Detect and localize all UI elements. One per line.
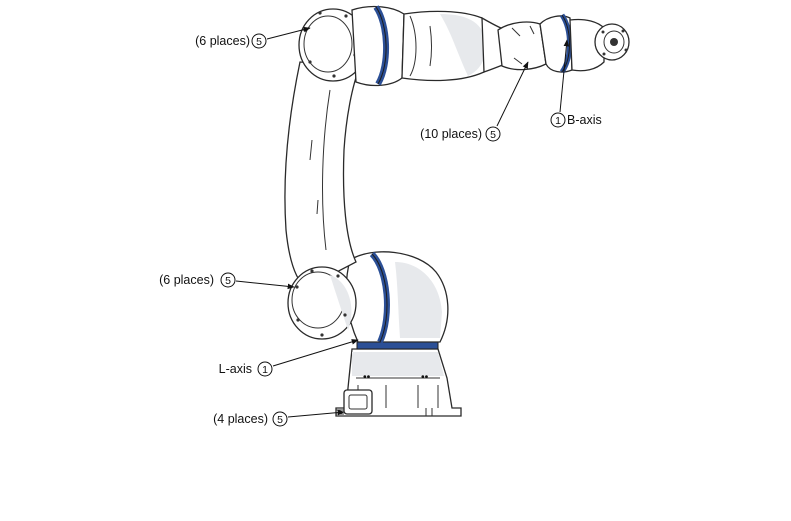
callout-wrist-bolts-text: (10 places) [420,127,482,141]
callout-wrist-bolts-leader [496,61,529,127]
callout-upper-arm-cover-circle [251,33,267,49]
callout-upper-arm-cover-leader [266,26,311,40]
callout-upper-arm-cover: (6 places) 5 [195,26,311,49]
robot-arm-illustration: •• •• [284,5,630,417]
callout-l-axis-leader [272,339,359,367]
l-axis-seal-ring [356,341,439,350]
base-mark-left: •• [363,371,371,383]
base-mark-right: •• [421,371,429,383]
callout-l-axis-text: L-axis [219,362,252,376]
callout-b-axis: 1 B-axis [550,39,602,128]
wrist-assembly [497,13,630,74]
callout-b-axis-leader [559,39,570,113]
base-connector-plate [343,389,373,415]
callout-base-bolts-number: 5 [277,414,283,426]
callout-lower-arm-cover-circle [220,272,236,288]
callout-lower-arm-cover-number: 5 [225,275,231,287]
callout-l-axis: L-axis 1 [219,339,359,377]
callout-l-axis-circle [257,361,273,377]
callout-base-bolts: (4 places) 5 [213,409,345,427]
shoulder-housing [345,251,449,344]
callout-wrist-bolts-circle [485,126,501,142]
callout-b-axis-number: 1 [555,115,561,127]
callout-wrist-bolts-number: 5 [490,129,496,141]
callout-lower-arm-cover: (6 places) 5 [159,272,295,290]
robot-base: •• •• [335,348,462,417]
callout-base-bolts-leader [287,409,345,418]
callout-wrist-bolts: (10 places) 5 [420,61,529,142]
callout-lower-arm-cover-leader [235,280,295,290]
upper-arm [351,5,513,87]
callout-b-axis-text: B-axis [567,113,602,127]
callout-l-axis-number: 1 [262,364,268,376]
lower-joint-cover [287,266,357,340]
callout-b-axis-circle [550,112,566,128]
lower-arm [284,61,361,289]
callout-upper-arm-cover-number: 5 [256,36,262,48]
callout-upper-arm-cover-text: (6 places) [195,34,250,48]
callout-base-bolts-circle [272,411,288,427]
callout-base-bolts-text: (4 places) [213,412,268,426]
callout-lower-arm-cover-text: (6 places) [159,273,214,287]
